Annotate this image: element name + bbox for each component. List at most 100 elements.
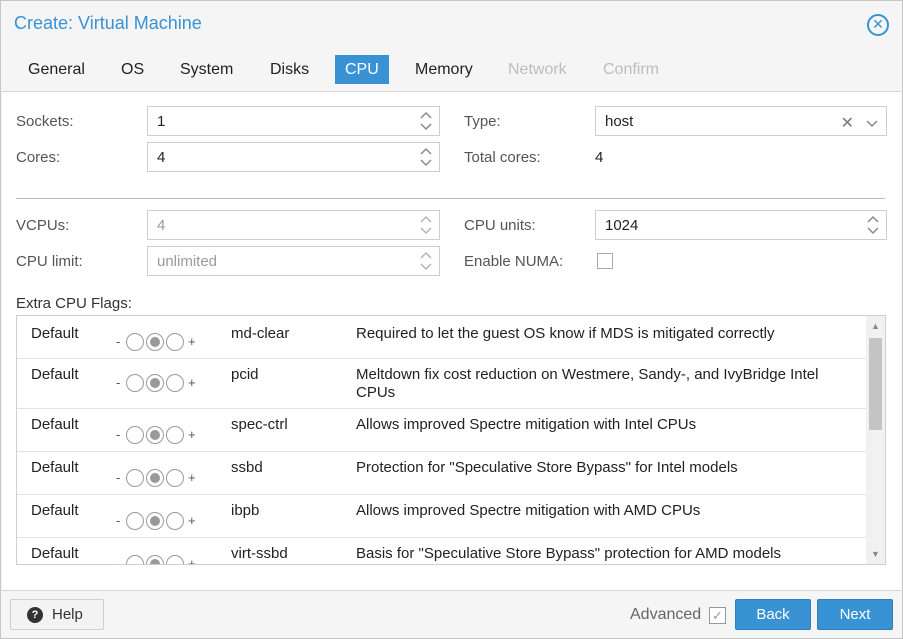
flag-row: Default - + spec-ctrl Allows improved Sp… [17,409,866,452]
flag-name: pcid [231,366,259,383]
flag-row: Default - + md-clear Required to let the… [17,316,866,359]
flag-row: Default - + pcid Meltdown fix cost reduc… [17,359,866,409]
advanced-checkbox[interactable]: ✓ [709,607,726,624]
help-button[interactable]: ? Help [10,599,104,630]
tab-network: Network [508,61,567,78]
plus-label: + [188,375,196,390]
tab-general[interactable]: General [28,61,85,78]
sockets-field[interactable]: 1 [147,106,440,136]
cores-value: 4 [157,149,166,166]
flag-row: Default - + ibpb Allows improved Spectre… [17,495,866,538]
flag-toggle: - + [116,423,206,445]
flag-toggle: - + [116,552,206,565]
cpu-limit-value: unlimited [157,253,218,270]
advanced-label: Advanced [630,606,702,623]
total-cores-value: 4 [595,149,604,166]
minus-label: - [116,427,121,442]
section-divider [16,198,885,199]
enable-numa-checkbox[interactable] [597,253,613,269]
flag-default-radio[interactable] [146,469,164,487]
next-button[interactable]: Next [817,599,893,630]
flag-state: Default [31,325,79,342]
cpu-limit-label: CPU limit: [16,253,83,270]
help-button-label: Help [52,606,83,623]
sockets-spinner-icon[interactable] [419,110,433,132]
minus-label: - [116,513,121,528]
vcpus-label: VCPUs: [16,217,70,234]
vcpus-value: 4 [157,217,166,234]
scroll-up-icon[interactable]: ▲ [871,321,880,331]
cores-spinner-icon[interactable] [419,146,433,168]
flag-description: Allows improved Spectre mitigation with … [356,416,697,433]
wizard-tabs: General OS System Disks CPU Memory Netwo… [1,53,902,87]
scroll-thumb[interactable] [869,338,882,430]
flag-default-radio[interactable] [146,333,164,351]
plus-label: + [188,470,196,485]
flag-on-radio[interactable] [166,374,184,392]
flag-on-radio[interactable] [166,469,184,487]
flag-toggle: - + [116,509,206,531]
tab-disks[interactable]: Disks [270,61,310,78]
cores-field[interactable]: 4 [147,142,440,172]
flag-off-radio[interactable] [126,469,144,487]
tab-cpu[interactable]: CPU [335,55,389,84]
clear-icon[interactable]: ✕ [840,115,854,132]
help-icon: ? [27,607,43,623]
flag-state: Default [31,459,79,476]
dialog-titlebar: Create: Virtual Machine ✕ [1,1,902,45]
plus-label: + [188,556,196,565]
flag-row: Default - + virt-ssbd Basis for "Specula… [17,538,866,565]
flag-off-radio[interactable] [126,374,144,392]
flag-default-radio[interactable] [146,555,164,564]
total-cores-label: Total cores: [464,149,541,166]
tab-system[interactable]: System [180,61,234,78]
sockets-label: Sockets: [16,113,74,130]
cpu-units-field[interactable]: 1024 [595,210,887,240]
flag-default-radio[interactable] [146,512,164,530]
cpu-panel: Sockets: 1 Cores: 4 Type: host ✕ T [2,91,901,591]
vcpus-field[interactable]: 4 [147,210,440,240]
enable-numa-label: Enable NUMA: [464,253,564,270]
minus-label: - [116,375,121,390]
vcpus-spinner-icon[interactable] [419,214,433,236]
flag-off-radio[interactable] [126,512,144,530]
type-value: host [605,113,634,130]
flag-description: Basis for "Speculative Store Bypass" pro… [356,545,782,562]
minus-label: - [116,556,121,565]
flag-state: Default [31,416,79,433]
cpu-limit-spinner-icon[interactable] [419,250,433,272]
minus-label: - [116,470,121,485]
cpu-limit-field[interactable]: unlimited [147,246,440,276]
flag-on-radio[interactable] [166,426,184,444]
minus-label: - [116,334,121,349]
flag-off-radio[interactable] [126,555,144,564]
flag-on-radio[interactable] [166,512,184,530]
flag-description: Protection for "Speculative Store Bypass… [356,459,738,476]
chevron-down-icon[interactable] [866,115,878,133]
dialog-title: Create: Virtual Machine [14,13,202,33]
flag-state: Default [31,545,79,562]
flag-off-radio[interactable] [126,426,144,444]
flag-off-radio[interactable] [126,333,144,351]
grid-scrollbar[interactable]: ▲ ▼ [866,316,885,564]
back-button[interactable]: Back [735,599,811,630]
cpu-units-label: CPU units: [464,217,536,234]
flag-toggle: - + [116,371,206,393]
flag-toggle: - + [116,466,206,488]
type-label: Type: [464,113,501,130]
flag-default-radio[interactable] [146,374,164,392]
tab-memory[interactable]: Memory [415,61,473,78]
cpu-units-spinner-icon[interactable] [866,214,880,236]
flag-on-radio[interactable] [166,555,184,564]
cpu-flags-grid: Default - + md-clear Required to let the… [16,315,886,565]
close-icon[interactable]: ✕ [867,14,889,36]
type-combobox[interactable]: host ✕ [595,106,887,136]
scroll-down-icon[interactable]: ▼ [871,549,880,559]
plus-label: + [188,427,196,442]
extra-cpu-flags-title: Extra CPU Flags: [16,295,132,312]
flag-on-radio[interactable] [166,333,184,351]
flag-default-radio[interactable] [146,426,164,444]
tab-os[interactable]: OS [121,61,145,78]
flag-description: Allows improved Spectre mitigation with … [356,502,701,519]
